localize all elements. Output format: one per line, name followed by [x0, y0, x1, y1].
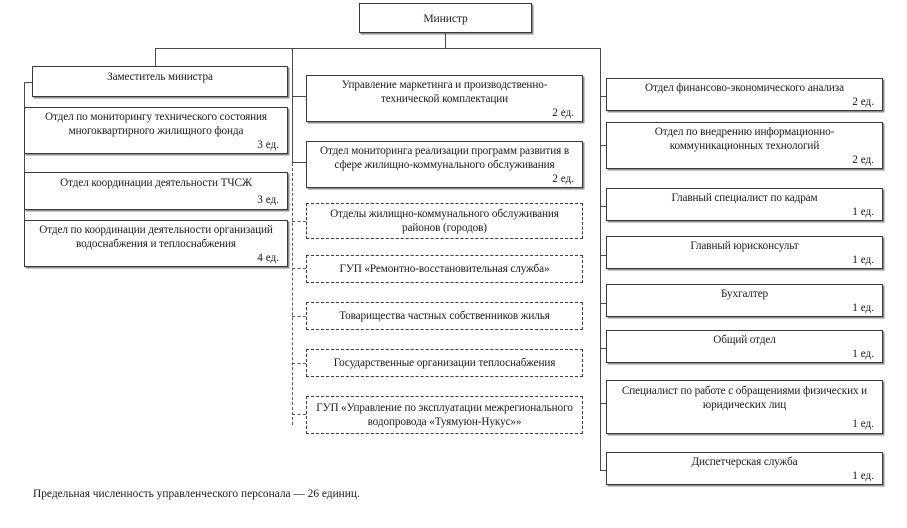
node-title: Отдел мониторинга реализации программ ра…: [319, 145, 570, 171]
connector-center-stub-6: [292, 363, 306, 364]
node-general-department[interactable]: Общий отдел 1 ед.: [606, 330, 883, 363]
node-units: 1 ед.: [852, 417, 874, 430]
connector-right-stub-4: [600, 255, 607, 256]
node-title: Главный специалист по кадрам: [671, 192, 818, 205]
node-dept-housing-monitoring[interactable]: Отдел по мониторингу технического состоя…: [24, 107, 288, 154]
node-state-heating-organizations[interactable]: Государственные организации теплоснабжен…: [306, 349, 583, 377]
connector-right-stub-1: [600, 96, 607, 97]
node-units: 2 ед.: [552, 106, 574, 119]
connector-left-spine: [24, 82, 25, 242]
node-units: 3 ед.: [257, 138, 279, 151]
connector-center-spine-dashed: [292, 163, 293, 425]
connector-center-stub-3: [292, 221, 306, 222]
connector-right-stub-7: [600, 403, 607, 404]
node-gup-tuyamuyun-nukus-waterline[interactable]: ГУП «Управление по эксплуатации межрегио…: [306, 396, 583, 434]
node-units: 3 ед.: [257, 193, 279, 206]
node-title: Государственные организации теплоснабжен…: [333, 357, 556, 370]
footer-total-headcount-note: Предельная численность управленческого п…: [33, 488, 360, 500]
node-title: Управление маркетинга и производственно-…: [341, 79, 548, 105]
node-minister[interactable]: Министр: [359, 3, 532, 33]
node-title: ГУП «Ремонтно-восстановительная служба»: [339, 263, 550, 276]
connector-right-spine: [600, 88, 601, 471]
node-dept-tchsj-coordination[interactable]: Отдел координации деятельности ТЧСЖ 3 ед…: [24, 172, 288, 210]
connector-root-drop: [445, 33, 446, 49]
node-units: 1 ед.: [852, 253, 874, 266]
node-title: Главный юрисконсульт: [690, 240, 799, 253]
node-units: 2 ед.: [852, 153, 874, 166]
connector-center-stub-5: [292, 316, 306, 317]
node-title: Бухгалтер: [720, 288, 769, 301]
node-title: ГУП «Управление по эксплуатации межрегио…: [316, 402, 573, 428]
node-title: Министр: [423, 12, 468, 26]
node-title: Отдел по внедрению информационно-коммуни…: [654, 126, 835, 152]
connector-right-stub-6: [600, 348, 607, 349]
node-title: Отдел координации деятельности ТЧСЖ: [60, 177, 252, 189]
node-units: 4 ед.: [257, 251, 279, 264]
node-dispatch-service[interactable]: Диспетчерская служба 1 ед.: [606, 452, 883, 485]
node-title: Специалист по работе с обращениями физич…: [621, 385, 868, 411]
connector-right-stub-5: [600, 303, 607, 304]
connector-center-stub-4: [292, 268, 306, 269]
node-title: Отдел по мониторингу технического состоя…: [45, 111, 267, 137]
node-district-utility-departments[interactable]: Отделы жилищно-коммунального обслуживани…: [306, 203, 583, 239]
node-financial-economic-analysis[interactable]: Отдел финансово-экономического анализа 2…: [606, 78, 883, 111]
node-units: 2 ед.: [552, 172, 574, 185]
node-title: Отделы жилищно-коммунального обслуживани…: [330, 208, 559, 234]
node-dept-water-heat-coordination[interactable]: Отдел по координации деятельности органи…: [24, 220, 288, 267]
node-marketing-department[interactable]: Управление маркетинга и производственно-…: [306, 75, 583, 122]
node-title: Общий отдел: [713, 334, 776, 347]
node-accountant[interactable]: Бухгалтер 1 ед.: [606, 284, 883, 317]
node-deputy-minister[interactable]: Заместитель министра: [32, 66, 288, 97]
connector-center-stub-7: [292, 414, 306, 415]
connector-right-stub-8: [600, 470, 607, 471]
node-title: Диспетчерская служба: [691, 456, 798, 469]
node-chief-legal-counsel[interactable]: Главный юрисконсульт 1 ед.: [606, 236, 883, 269]
connector-right-stub-3: [600, 206, 607, 207]
connector-center-stub-1: [292, 96, 306, 97]
connector-left-stub-1: [24, 82, 33, 83]
node-ict-implementation-department[interactable]: Отдел по внедрению информационно-коммуни…: [606, 122, 883, 169]
node-title: Отдел финансово-экономического анализа: [645, 82, 844, 95]
node-title: Отдел по координации деятельности органи…: [39, 224, 273, 250]
node-units: 2 ед.: [852, 95, 874, 108]
node-units: 1 ед.: [852, 469, 874, 482]
connector-main-bus: [155, 48, 601, 49]
node-program-monitoring-department[interactable]: Отдел мониторинга реализации программ ра…: [306, 141, 583, 188]
node-citizen-appeals-specialist[interactable]: Специалист по работе с обращениями физич…: [606, 380, 883, 434]
connector-center-stub-2: [292, 162, 306, 163]
node-units: 1 ед.: [852, 205, 874, 218]
node-title: Товарищества частных собственников жилья: [339, 310, 550, 323]
node-chief-hr-specialist[interactable]: Главный специалист по кадрам 1 ед.: [606, 188, 883, 221]
node-units: 1 ед.: [852, 301, 874, 314]
connector-center-spine-solid: [292, 86, 293, 163]
node-gup-repair-service[interactable]: ГУП «Ремонтно-восстановительная служба»: [306, 255, 583, 283]
connector-center-branch-drop: [292, 48, 293, 86]
connector-left-branch-drop: [155, 48, 156, 68]
node-units: 1 ед.: [852, 347, 874, 360]
connector-right-stub-2: [600, 145, 607, 146]
node-title: Заместитель министра: [107, 71, 213, 83]
node-private-homeowner-associations[interactable]: Товарищества частных собственников жилья: [306, 302, 583, 330]
connector-right-branch-drop: [600, 48, 601, 88]
